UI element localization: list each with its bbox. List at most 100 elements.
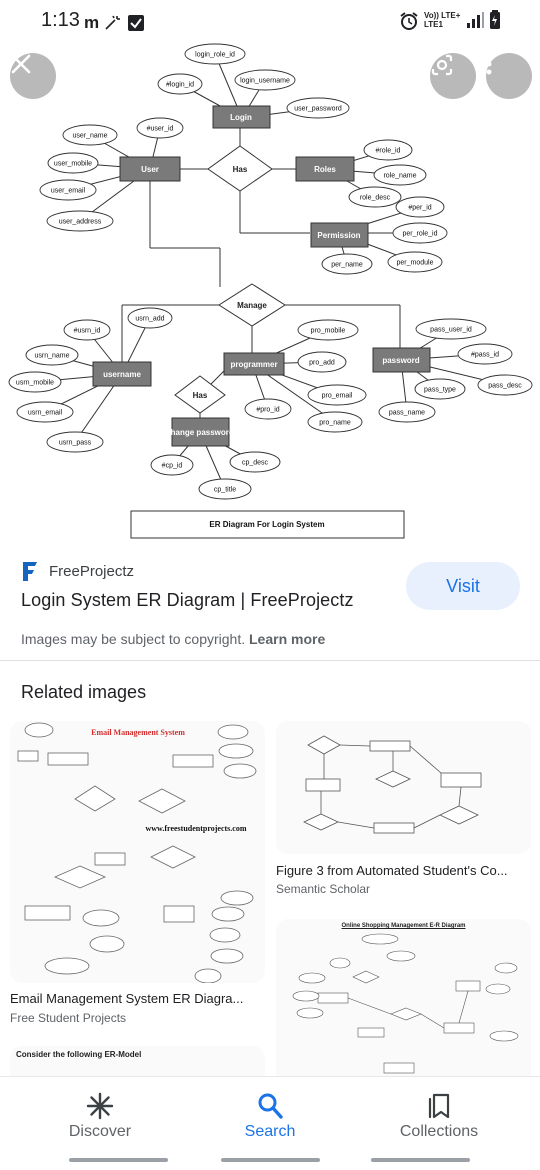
rel-has-1: Has bbox=[233, 165, 248, 174]
attribute-label: per_module bbox=[397, 260, 434, 267]
nav-indicator-search bbox=[221, 1158, 320, 1162]
learn-more-link[interactable]: Learn more bbox=[249, 631, 326, 647]
attribute-ellipse bbox=[348, 186, 402, 208]
related-image-card-4[interactable]: Online Shopping Management E-R Diagram bbox=[276, 919, 531, 1086]
close-icon bbox=[11, 54, 31, 74]
related-title-1[interactable]: Email Management System ER Diagra... bbox=[10, 991, 244, 1006]
attribute-ellipse bbox=[415, 318, 487, 340]
attribute-ellipse bbox=[244, 398, 292, 420]
related-source-1: Free Student Projects bbox=[10, 1011, 127, 1025]
attribute-label: per_name bbox=[331, 262, 363, 269]
attribute-label: pro_email bbox=[322, 393, 353, 400]
attribute-ellipse bbox=[25, 344, 79, 366]
attribute-ellipse bbox=[234, 69, 296, 91]
attribute-label: #user_id bbox=[147, 126, 174, 133]
entity-login: Login bbox=[230, 113, 252, 122]
attribute-label: usrn_pass bbox=[59, 440, 92, 447]
attribute-ellipse bbox=[63, 319, 111, 341]
svg-text:m: m bbox=[84, 13, 99, 32]
close-button[interactable] bbox=[10, 53, 56, 99]
attribute-label: pass_name bbox=[389, 410, 425, 417]
source-row[interactable]: FreeProjectz bbox=[21, 559, 134, 583]
attribute-ellipse bbox=[46, 210, 114, 232]
related-image-card-1[interactable]: Email Management System www.freestudentp… bbox=[10, 721, 265, 983]
attribute-ellipse bbox=[198, 478, 252, 500]
attribute-ellipse bbox=[477, 374, 533, 396]
attribute-label: user_address bbox=[59, 219, 102, 226]
attribute-label: cp_desc bbox=[242, 460, 269, 467]
attribute-ellipse bbox=[321, 253, 373, 275]
status-bar: 1:13 m Vo)) LTE+ LTE1 bbox=[0, 0, 540, 40]
attribute-ellipse bbox=[373, 164, 427, 186]
student-er-thumbnail bbox=[303, 735, 482, 834]
attribute-label: login_role_id bbox=[195, 52, 235, 59]
email-er-thumbnail: Email Management System www.freestudentp… bbox=[17, 722, 257, 983]
copyright-notice: Images may be subject to copyright. Lear… bbox=[21, 631, 326, 647]
attribute-label: role_desc bbox=[360, 195, 391, 202]
attribute-label: #pro_id bbox=[256, 407, 279, 414]
attribute-label: user_password bbox=[294, 106, 342, 113]
shopping-er-thumbnail bbox=[292, 933, 519, 1074]
freeprojectz-logo bbox=[23, 562, 37, 581]
visit-button[interactable]: Visit bbox=[406, 562, 520, 610]
nav-collections-label: Collections bbox=[399, 1123, 479, 1140]
status-time: 1:13 bbox=[41, 9, 80, 31]
thumb-title-4: Online Shopping Management E-R Diagram bbox=[341, 923, 466, 929]
nav-collections[interactable]: Collections bbox=[359, 1077, 519, 1157]
more-options-button[interactable] bbox=[486, 53, 532, 99]
attribute-ellipse bbox=[307, 384, 367, 406]
nav-indicator-discover bbox=[69, 1158, 168, 1162]
asterisk-icon bbox=[86, 1092, 114, 1120]
attribute-label: #cp_id bbox=[162, 463, 183, 470]
related-title-2[interactable]: Figure 3 from Automated Student's Co... bbox=[276, 863, 508, 878]
bottom-navigation: Discover Search Collections bbox=[0, 1076, 540, 1170]
attribute-label: pro_add bbox=[309, 360, 335, 367]
attribute-label: login_username bbox=[240, 78, 290, 85]
attribute-ellipse bbox=[297, 319, 359, 341]
attribute-label: #pass_id bbox=[471, 352, 499, 359]
entity-username: username bbox=[103, 370, 141, 379]
attribute-label: #per_id bbox=[408, 205, 431, 212]
divider bbox=[0, 660, 540, 661]
related-image-card-2[interactable] bbox=[276, 721, 531, 854]
search-icon bbox=[258, 1093, 283, 1119]
result-title[interactable]: Login System ER Diagram | FreeProjectz bbox=[21, 590, 354, 610]
attribute-ellipse bbox=[392, 222, 448, 244]
attribute-label: pass_type bbox=[424, 387, 456, 394]
attribute-label: pro_name bbox=[319, 420, 351, 427]
attribute-label: pro_mobile bbox=[311, 328, 346, 335]
attribute-label: role_name bbox=[383, 173, 416, 180]
er-diagram-image: Login User Roles Permission username pro… bbox=[8, 43, 533, 539]
attribute-ellipse bbox=[229, 451, 281, 473]
attribute-ellipse bbox=[127, 307, 173, 329]
entity-permission: Permission bbox=[317, 231, 360, 240]
more-vert-icon bbox=[486, 53, 492, 75]
lens-button[interactable] bbox=[430, 53, 476, 99]
attribute-ellipse bbox=[16, 401, 74, 423]
attribute-ellipse bbox=[387, 251, 443, 273]
attribute-label: pass_user_id bbox=[430, 327, 472, 334]
nav-search[interactable]: Search bbox=[190, 1077, 350, 1157]
nav-search-label: Search bbox=[244, 1123, 296, 1140]
attribute-ellipse bbox=[157, 73, 203, 95]
thumb-watermark: www.freestudentprojects.com bbox=[145, 824, 246, 833]
attribute-ellipse bbox=[297, 351, 347, 373]
rel-has-2: Has bbox=[193, 391, 208, 400]
attribute-label: cp_title bbox=[214, 487, 236, 494]
attribute-ellipse bbox=[46, 431, 104, 453]
attribute-ellipse bbox=[150, 454, 194, 476]
attribute-label: user_email bbox=[51, 188, 86, 195]
notification-icons: m bbox=[84, 13, 144, 32]
nav-discover-label: Discover bbox=[68, 1123, 132, 1140]
diagram-caption: ER Diagram For Login System bbox=[209, 520, 324, 529]
attribute-ellipse bbox=[8, 371, 62, 393]
nav-discover[interactable]: Discover bbox=[20, 1077, 180, 1157]
attribute-ellipse bbox=[184, 43, 246, 65]
attribute-ellipse bbox=[414, 378, 466, 400]
entity-user: User bbox=[141, 165, 159, 174]
related-images-heading: Related images bbox=[21, 682, 147, 702]
attribute-ellipse bbox=[39, 179, 97, 201]
attribute-label: usrn_mobile bbox=[16, 380, 54, 387]
attribute-ellipse bbox=[395, 196, 445, 218]
hero-image[interactable]: Login User Roles Permission username pro… bbox=[0, 40, 540, 540]
